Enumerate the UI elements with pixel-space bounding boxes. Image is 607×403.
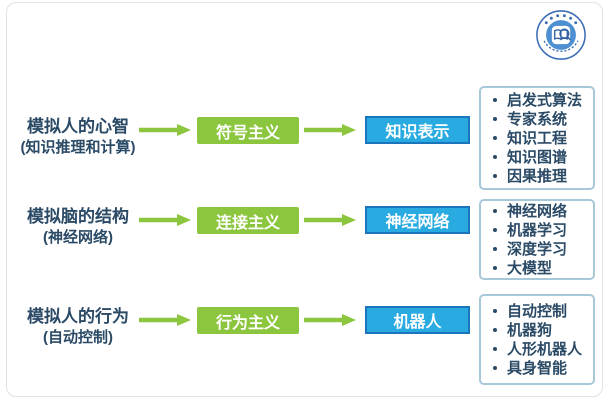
- row1-label-line2: (知识推理和计算): [20, 139, 136, 156]
- row3-paradigm-box: 行为主义: [197, 307, 299, 334]
- row3-paradigm-label: 行为主义: [215, 314, 280, 332]
- row2-label: 模拟脑的结构 (神经网络): [7, 206, 149, 248]
- row1-paradigm-label: 符号主义: [215, 124, 280, 142]
- row2-label-line1: 模拟脑的结构: [27, 207, 129, 226]
- list-item: 神经网络: [489, 202, 589, 221]
- magnifier-icon: [559, 28, 570, 39]
- row1-paradigm-box: 符号主义: [197, 117, 299, 144]
- row3-detail-list: 自动控制 机器狗 人形机器人 具身智能: [479, 294, 595, 385]
- row2-paradigm-label: 连接主义: [215, 214, 280, 232]
- flow-arrow-icon: [304, 124, 356, 136]
- list-item: 知识工程: [489, 129, 589, 148]
- row2-label-line2: (神经网络): [43, 229, 113, 246]
- list-item: 大模型: [489, 259, 589, 278]
- flow-arrow-icon: [139, 124, 191, 136]
- list-item: 人形机器人: [489, 340, 589, 359]
- row1-output-box: 知识表示: [365, 116, 470, 144]
- row1-label: 模拟人的心智 (知识推理和计算): [7, 116, 149, 158]
- logo-bottom-arc-marks: [543, 40, 579, 52]
- list-item: 专家系统: [489, 110, 589, 129]
- row3-label: 模拟人的行为 (自动控制): [7, 306, 149, 348]
- list-item: 机器狗: [489, 321, 589, 340]
- row1-output-label: 知识表示: [385, 124, 450, 141]
- list-item: 启发式算法: [489, 91, 589, 110]
- list-item: 知识图谱: [489, 148, 589, 167]
- flow-arrow-icon: [304, 314, 356, 326]
- row1-detail-list: 启发式算法 专家系统 知识工程 知识图谱 因果推理: [479, 86, 595, 190]
- flow-arrow-icon: [139, 314, 191, 326]
- list-item: 自动控制: [489, 302, 589, 321]
- list-item: 深度学习: [489, 240, 589, 259]
- row2-output-label: 神经网络: [385, 214, 450, 231]
- row3-label-line2: (自动控制): [43, 329, 113, 346]
- row2-paradigm-box: 连接主义: [197, 207, 299, 234]
- row2-detail-list: 神经网络 机器学习 深度学习 大模型: [479, 199, 595, 280]
- institute-logo-icon: [536, 10, 586, 60]
- row3-label-line1: 模拟人的行为: [27, 307, 129, 326]
- list-item: 具身智能: [489, 359, 589, 378]
- flow-arrow-icon: [304, 214, 356, 226]
- logo-top-arc-marks: [544, 14, 578, 25]
- row3-output-label: 机器人: [393, 314, 442, 331]
- row2-output-box: 神经网络: [365, 206, 470, 234]
- list-item: 机器学习: [489, 221, 589, 240]
- row3-output-box: 机器人: [365, 306, 470, 334]
- row1-label-line1: 模拟人的心智: [27, 117, 129, 136]
- flow-arrow-icon: [139, 214, 191, 226]
- book-icon: [554, 29, 568, 41]
- list-item: 因果推理: [489, 167, 589, 186]
